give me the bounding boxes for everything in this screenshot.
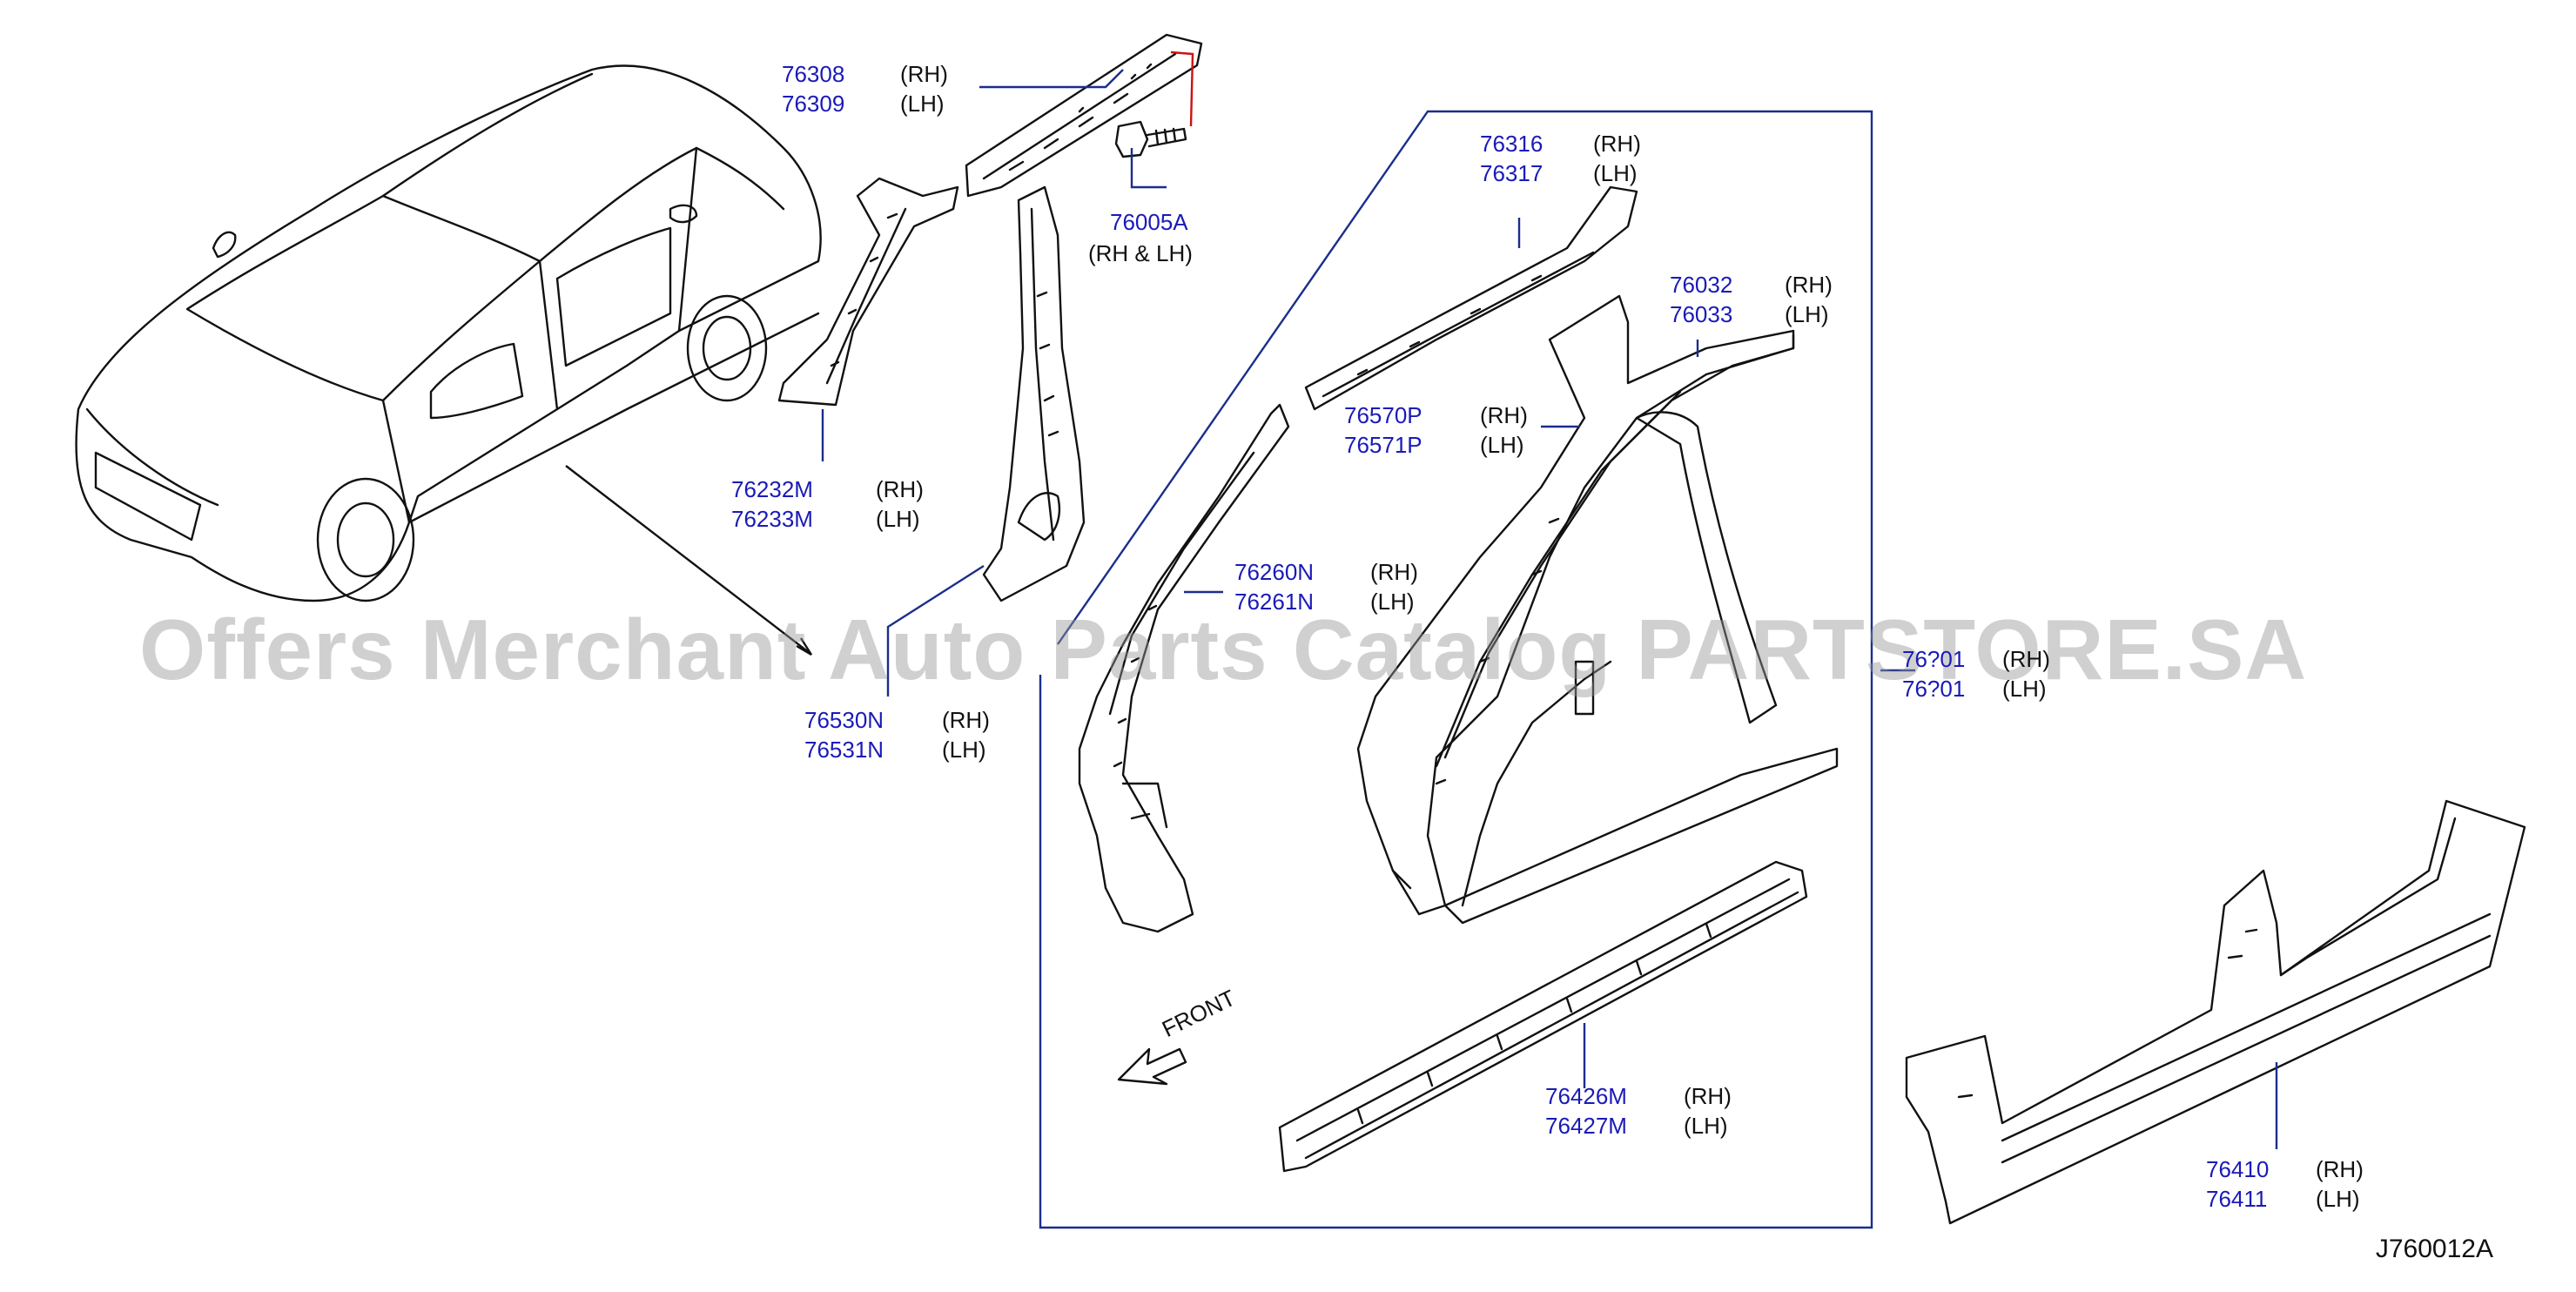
side-label: (RH) (900, 61, 948, 87)
car-overview-illustration (75, 64, 822, 602)
part-number-76570P[interactable]: 76570P (1344, 402, 1423, 428)
part-number-76233M[interactable]: 76233M (731, 506, 813, 532)
part-front-pillar-upper-drawing (777, 177, 959, 407)
side-label: (LH) (1370, 589, 1415, 615)
side-label: (LH) (876, 506, 920, 532)
side-label: (RH) (2002, 646, 2050, 672)
part-number-76427M[interactable]: 76427M (1545, 1113, 1627, 1139)
part-body-side-outer-drawing (1356, 294, 1839, 925)
part-number-76005A[interactable]: 76005A (1110, 209, 1188, 235)
part-number-76261N[interactable]: 76261N (1234, 589, 1315, 615)
part-bolt-drawing (1114, 120, 1187, 158)
part-number-76032[interactable]: 76032 (1670, 272, 1733, 298)
part-number-76260N[interactable]: 76260N (1234, 559, 1315, 585)
part-number-76316[interactable]: 76316 (1480, 131, 1544, 157)
side-label: (LH) (942, 737, 986, 763)
side-label: (RH) (876, 476, 924, 502)
part-number-76410[interactable]: 76410 (2206, 1156, 2270, 1182)
side-label: (LH) (1480, 432, 1524, 458)
side-label: (LH) (2316, 1186, 2360, 1212)
side-label: (RH & LH) (1088, 240, 1193, 266)
side-label: (RH) (1593, 131, 1641, 157)
side-label: (LH) (1684, 1113, 1728, 1139)
part-roof-side-rail-drawing (1304, 185, 1638, 411)
diagram-code: J760012A (2375, 1235, 2493, 1263)
side-label: (RH) (1480, 402, 1528, 428)
part-front-pillar-reinf-drawing (1078, 403, 1290, 933)
part-number-76308[interactable]: 76308 (782, 61, 845, 87)
side-label: (LH) (900, 91, 945, 117)
side-label: (RH) (2316, 1156, 2364, 1182)
part-number-76232M[interactable]: 76232M (731, 476, 813, 502)
part-roof-rail-outer-drawing (965, 33, 1203, 198)
side-label: (RH) (942, 707, 990, 733)
side-label: (LH) (1593, 160, 1638, 186)
part-number-hidden-rh[interactable]: 76?01 (1902, 646, 1966, 672)
side-label: (RH) (1785, 272, 1833, 298)
part-sill-inner-drawing (1278, 860, 1808, 1173)
part-reinforcement-drawing (1435, 333, 1795, 768)
side-label: (RH) (1684, 1083, 1732, 1109)
part-number-76530N[interactable]: 76530N (804, 707, 884, 733)
side-label: (LH) (2002, 676, 2047, 702)
part-number-76571P[interactable]: 76571P (1344, 432, 1423, 458)
part-number-76411[interactable]: 76411 (2206, 1186, 2268, 1212)
bolt-marker (1170, 50, 1194, 127)
part-number-76033[interactable]: 76033 (1670, 301, 1733, 327)
part-number-76309[interactable]: 76309 (782, 91, 845, 117)
part-number-76426M[interactable]: 76426M (1545, 1083, 1627, 1109)
front-arrow-icon (1117, 1047, 1187, 1086)
part-number-hidden-lh[interactable]: 76?01 (1902, 676, 1966, 702)
part-number-76531N[interactable]: 76531N (804, 737, 884, 763)
part-center-pillar-inner-drawing (982, 185, 1086, 602)
part-number-76317[interactable]: 76317 (1480, 160, 1544, 186)
side-label: (RH) (1370, 559, 1418, 585)
car-arrow (565, 465, 813, 656)
part-sill-outer-drawing (1905, 799, 2526, 1225)
side-label: (LH) (1785, 301, 1829, 327)
leader-lines (821, 69, 2278, 1229)
